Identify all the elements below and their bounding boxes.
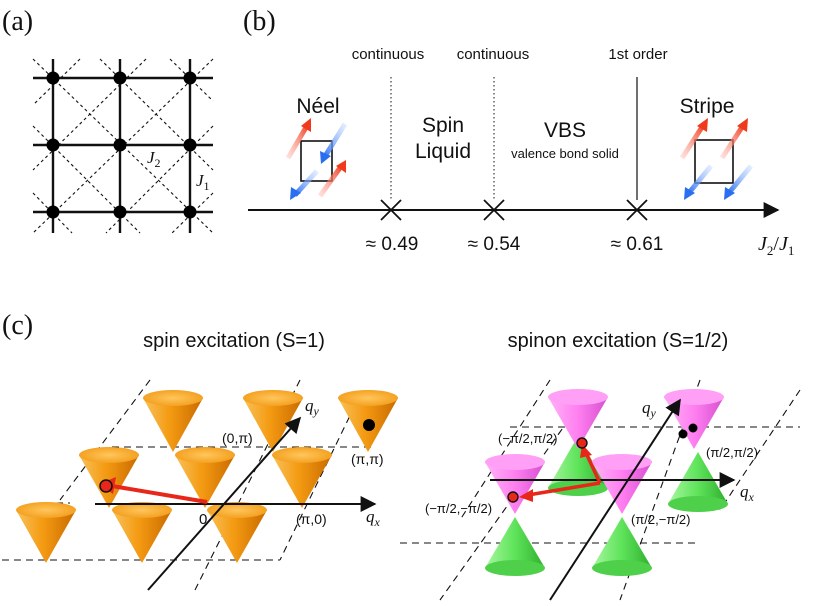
origin-label: 0 <box>199 511 207 528</box>
label-pi-0: (π,0) <box>296 511 327 527</box>
j2-label: J2 <box>147 148 161 170</box>
orange-cone <box>143 390 203 452</box>
left-axes <box>95 416 377 591</box>
transition-marks <box>380 199 648 221</box>
transition-value-1: ≈ 0.49 <box>366 234 419 255</box>
green-cone <box>668 452 728 512</box>
orange-cone <box>207 502 267 563</box>
label-pm: (π/2,−π/2) <box>631 512 690 527</box>
panel-a-label: (a) <box>2 6 33 37</box>
label-mm: (−π/2,−π/2) <box>425 501 492 516</box>
spinon-point-1 <box>576 437 588 449</box>
pp-point-1 <box>678 429 688 439</box>
right-cones <box>485 389 728 576</box>
axis-label: J2/J1 <box>758 233 794 258</box>
j1-label: J1 <box>196 171 210 193</box>
pink-cone <box>485 454 545 514</box>
left-qy-label: qy <box>305 396 320 418</box>
square-lattice <box>32 58 214 234</box>
pi-pi-point <box>363 419 375 431</box>
label-0-pi: (0,π) <box>222 430 253 446</box>
right-axes <box>490 398 736 601</box>
left-qx-label: qx <box>366 507 381 529</box>
orange-cone <box>16 502 76 563</box>
lattice-sites <box>46 71 197 219</box>
phase-spin-liquid-line2: Liquid <box>415 140 471 163</box>
orange-cone <box>175 447 235 508</box>
spinon-point-2 <box>507 491 519 503</box>
left-cones <box>16 390 398 563</box>
phase-vbs: VBS <box>544 119 586 142</box>
stripe-spin-plaquette <box>679 118 753 200</box>
spinon-arrow-1 <box>527 481 601 497</box>
right-qx-label: qx <box>740 482 755 504</box>
orange-cone <box>79 447 139 508</box>
orange-cone <box>112 502 172 563</box>
transition-value-3: ≈ 0.61 <box>611 234 664 255</box>
label-pi-pi: (π,π) <box>351 451 384 467</box>
pink-cone <box>548 389 608 449</box>
pp-point-2 <box>688 423 698 433</box>
green-cone <box>485 517 545 576</box>
green-cone <box>592 517 652 576</box>
spinon-arrow-2 <box>584 452 602 484</box>
transition-type-3: 1st order <box>608 46 667 63</box>
right-qy-label: qy <box>642 398 657 420</box>
right-title: spinon excitation (S=1/2) <box>508 330 729 352</box>
excitation-arrow <box>111 484 208 504</box>
phase-stripe: Stripe <box>680 95 735 118</box>
panel-c-label: (c) <box>2 310 33 341</box>
transition-type-2: continuous <box>457 46 530 63</box>
phase-vbs-subtitle: valence bond solid <box>511 146 619 161</box>
spinon-arrowhead-1 <box>519 489 533 502</box>
transition-value-2: ≈ 0.54 <box>468 234 521 255</box>
label-mp: (−π/2,π/2) <box>498 431 557 446</box>
phase-spin-liquid-line1: Spin <box>422 114 464 137</box>
neel-spin-plaquette <box>285 118 348 200</box>
pink-cone <box>664 389 724 449</box>
label-pp: (π/2,π/2) <box>706 445 758 460</box>
phase-neel: Néel <box>296 95 339 118</box>
panel-b-label: (b) <box>243 6 276 37</box>
excitation-point <box>99 479 113 493</box>
transition-type-1: continuous <box>352 46 425 63</box>
left-title: spin excitation (S=1) <box>143 330 325 352</box>
orange-cone <box>272 447 332 508</box>
orange-cone <box>243 390 303 452</box>
